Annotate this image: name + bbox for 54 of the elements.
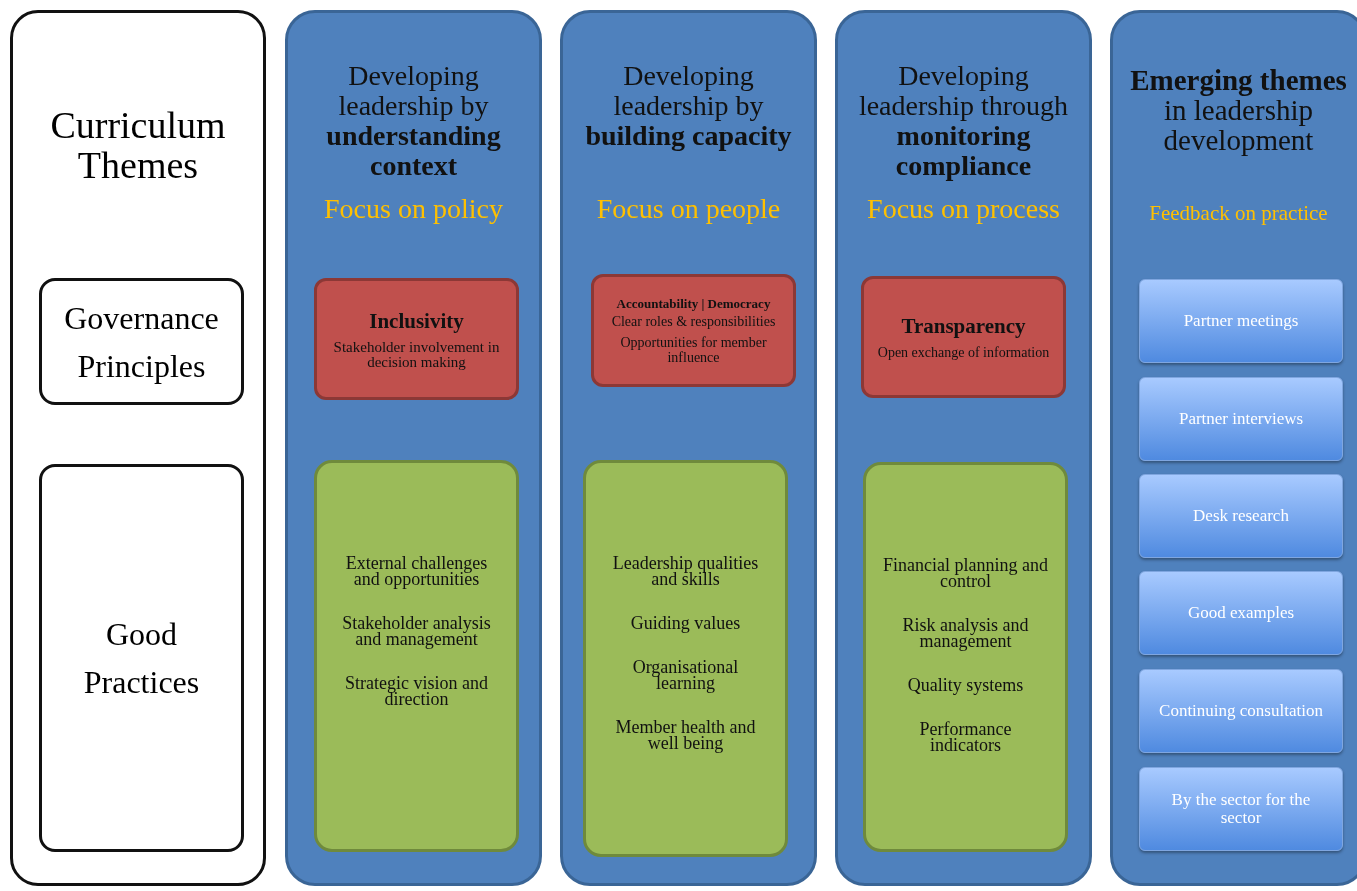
card-text: Partner meetings [1183,312,1299,330]
card-text: Desk research [1193,507,1289,525]
row-label: Governance Principles [63,298,220,386]
focus-subtitle: Feedback on practice [1148,201,1329,226]
feedback-card [1139,669,1343,753]
practice-item: Risk analysis and management [901,617,1030,649]
card-text: Clear roles & responsibilities [611,314,776,329]
principle-card [314,278,519,400]
principle-card [861,276,1066,398]
feedback-card [1139,474,1343,558]
focus-subtitle: Focus on process [866,193,1061,225]
practice-item: Organisational learning [631,659,740,691]
theme-column [285,10,542,886]
card-title: Inclusivity [369,308,464,334]
column-heading: Developing leadership through monitoring compliance [857,61,1070,181]
principle-card [591,274,796,387]
feedback-card [1139,377,1343,461]
theme-column [1110,10,1357,886]
card-text: Opportunities for member influence [619,335,768,365]
focus-subtitle: Focus on policy [323,193,504,225]
column-heading: Developing leadership by understanding context [325,61,502,181]
column-heading: Developing leadership by building capacity [584,61,793,151]
practice-item: Financial planning and control [882,557,1049,589]
practice-card [314,460,519,852]
theme-column [10,10,266,886]
practice-card [863,462,1068,852]
feedback-card [1139,279,1343,363]
card-text: Good examples [1187,604,1295,622]
practice-card [583,460,788,857]
practice-item: Stakeholder analysis and management [341,615,492,647]
practice-item: External challenges and opportunities [344,555,489,587]
practice-item: Quality systems [907,677,1024,693]
focus-subtitle: Focus on people [595,193,782,225]
feedback-card [1139,571,1343,655]
card-text: Open exchange of information [877,345,1050,360]
card-text: Stakeholder involvement in decision making [332,339,501,370]
row-label: Good Practices [82,615,201,702]
card-title: Accountability | Democracy [616,296,771,312]
practice-item: Member health and well being [614,719,757,751]
card-text: By the sector for the sector [1170,791,1312,827]
card-text: Continuing consultation [1159,702,1323,720]
practice-item: Leadership qualities and skills [611,555,760,587]
theme-column [560,10,817,886]
feedback-card [1139,767,1343,851]
column-heading: Emerging themes in leadership development [1129,65,1348,155]
row-label-box [39,464,244,852]
practice-item: Strategic vision and direction [344,675,489,707]
card-title: Transparency [901,314,1026,339]
practice-item: Guiding values [630,615,741,631]
row-label-box [39,278,244,405]
card-text: Partner interviews [1178,410,1304,428]
practice-item: Performance indicators [918,721,1013,753]
column-heading: Curriculum Themes [49,105,227,185]
theme-column [835,10,1092,886]
